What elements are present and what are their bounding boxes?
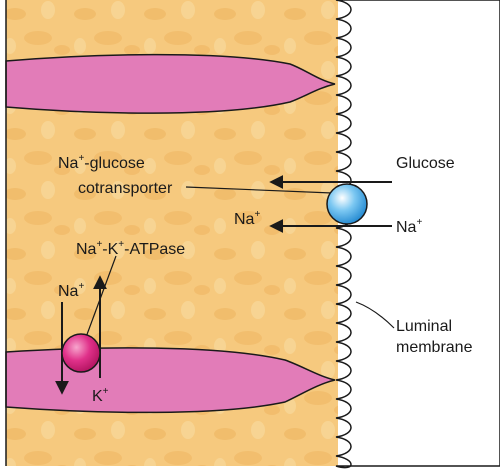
- leader-lines: [81, 186, 395, 349]
- luminal-label-line1: Luminal: [396, 318, 452, 335]
- luminal-label-line2: membrane: [396, 339, 473, 356]
- luminal-leader: [355, 301, 395, 329]
- cotransporter-label-line1: Na+-glucose: [58, 153, 145, 172]
- na-cell-label: Na+: [234, 209, 260, 228]
- transport-arrows: [55, 175, 392, 395]
- luminal-membrane-microvilli: [335, 0, 500, 469]
- pump-label: Na+-K+-ATPase: [76, 239, 185, 258]
- upper-intercellular-space: [5, 53, 336, 114]
- cotransporter-label-line2: cotransporter: [78, 180, 173, 197]
- pump-k-label: K+: [92, 386, 109, 405]
- na-k-atpase-pump: [61, 333, 101, 373]
- pump-na-label: Na+: [58, 281, 84, 300]
- glucose-label: Glucose: [396, 155, 455, 172]
- na-lumen-label: Na+: [396, 217, 422, 236]
- pump-leader: [81, 255, 117, 349]
- cotransporter-leader: [185, 186, 333, 194]
- na-glucose-cotransporter-protein: [326, 183, 368, 225]
